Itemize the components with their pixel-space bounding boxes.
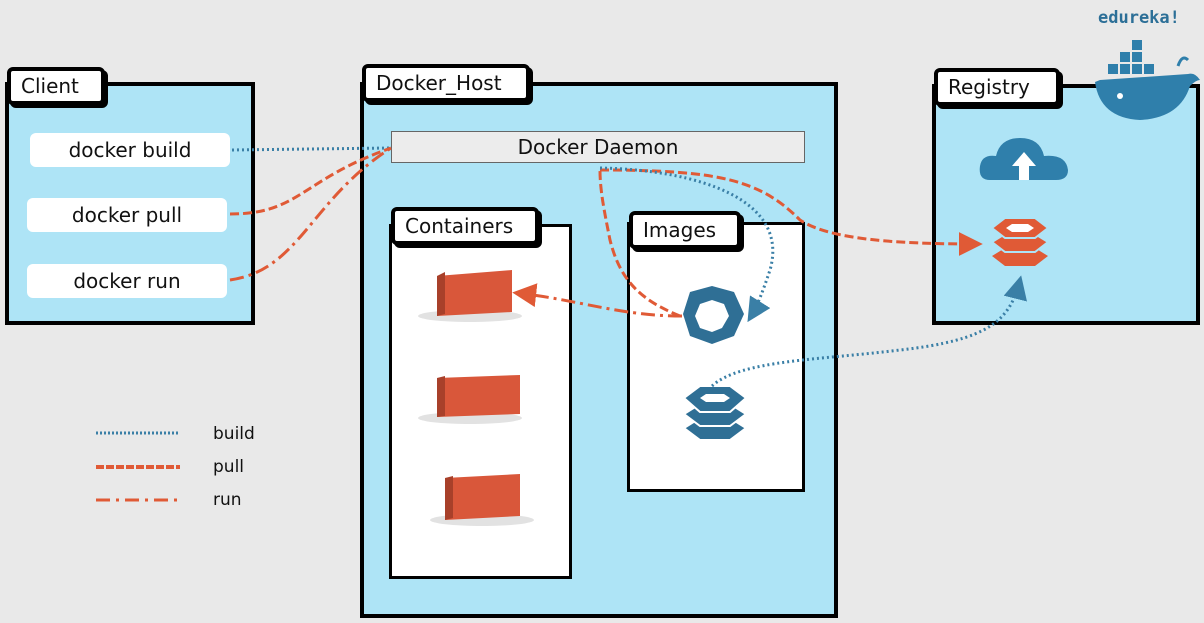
image-hexagon-icon xyxy=(683,286,744,344)
docker-pull-command[interactable]: docker pull xyxy=(27,198,227,232)
daemon-to-image-build-line xyxy=(599,166,775,323)
container-icon xyxy=(418,375,522,424)
container-icon xyxy=(418,270,522,322)
image-stack-to-registry-line xyxy=(710,275,1027,388)
build-flow-line xyxy=(231,146,392,152)
client-title: Client xyxy=(7,67,105,105)
image-stack-icon xyxy=(682,385,748,441)
docker-daemon-bar[interactable]: Docker Daemon xyxy=(391,131,805,163)
registry-image-stack-icon xyxy=(990,217,1050,266)
registry-panel xyxy=(932,84,1200,325)
pull-flow-line xyxy=(229,146,392,216)
legend-pull-label: pull xyxy=(213,457,245,477)
containers-title: Containers xyxy=(391,207,539,245)
legend-build-label: build xyxy=(213,424,255,444)
image-to-container-run-line xyxy=(512,283,683,318)
docker-build-command[interactable]: docker build xyxy=(30,133,230,167)
docker-run-command[interactable]: docker run xyxy=(27,264,227,298)
registry-title: Registry xyxy=(934,68,1060,106)
legend-run-label: run xyxy=(213,490,242,510)
daemon-to-registry-pull-line xyxy=(599,168,983,256)
images-title: Images xyxy=(629,211,741,249)
container-icon xyxy=(430,474,534,526)
docker-host-title: Docker_Host xyxy=(362,64,530,102)
docker-whale-icon xyxy=(1095,40,1200,120)
images-box xyxy=(627,222,805,492)
cloud-upload-icon xyxy=(979,138,1068,180)
edureka-logo-text: edureka! xyxy=(1098,8,1180,28)
run-flow-line xyxy=(229,146,392,282)
image-to-daemon-pull-line xyxy=(598,169,681,318)
